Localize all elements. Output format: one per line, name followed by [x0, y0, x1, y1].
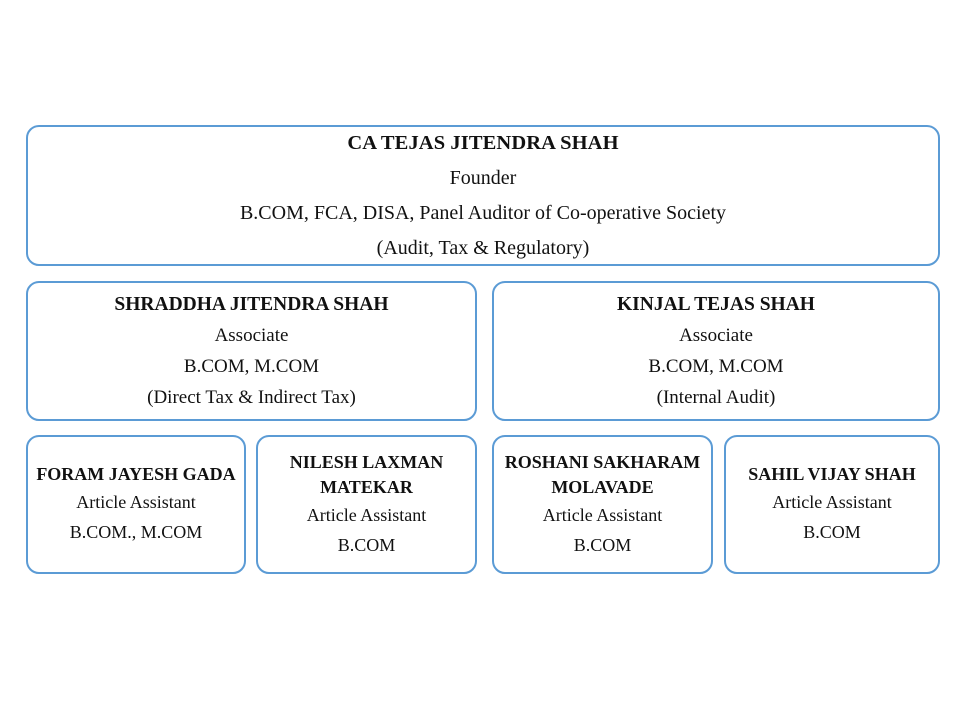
org-node-assistant-sahil[interactable]: SAHIL VIJAY SHAH Article Assistant B.COM [724, 435, 940, 574]
associate-title: Associate [679, 325, 753, 346]
assistant-name: ROSHANI SAKHARAM MOLAVADE [504, 451, 701, 497]
associate-name: SHRADDHA JITENDRA SHAH [114, 294, 389, 315]
founder-name: CA TEJAS JITENDRA SHAH [347, 131, 619, 154]
founder-specialization: (Audit, Tax & Regulatory) [376, 236, 590, 259]
assistant-name: NILESH LAXMAN MATEKAR [289, 451, 444, 497]
assistant-qualification: B.COM., M.COM [69, 522, 203, 542]
associate-qualification: B.COM, M.COM [183, 356, 320, 377]
org-node-associate-shraddha[interactable]: SHRADDHA JITENDRA SHAH Associate B.COM, … [26, 281, 477, 421]
associate-specialization: (Direct Tax & Indirect Tax) [147, 387, 356, 408]
assistant-title: Article Assistant [76, 492, 196, 512]
associate-qualification: B.COM, M.COM [648, 356, 784, 377]
assistant-qualification: B.COM [337, 534, 396, 555]
assistant-name: SAHIL VIJAY SHAH [748, 464, 916, 484]
associate-name: KINJAL TEJAS SHAH [617, 294, 815, 315]
assistant-qualification: B.COM [573, 534, 632, 555]
assistant-name: FORAM JAYESH GADA [36, 464, 236, 484]
assistant-qualification: B.COM [803, 522, 861, 542]
assistant-title: Article Assistant [542, 504, 663, 525]
associate-specialization: (Internal Audit) [656, 387, 776, 408]
founder-title: Founder [449, 166, 517, 189]
associate-title: Associate [214, 325, 289, 346]
org-node-founder[interactable]: CA TEJAS JITENDRA SHAH Founder B.COM, FC… [26, 125, 940, 266]
org-node-associate-kinjal[interactable]: KINJAL TEJAS SHAH Associate B.COM, M.COM… [492, 281, 940, 421]
assistant-title: Article Assistant [306, 504, 427, 525]
founder-qualification: B.COM, FCA, DISA, Panel Auditor of Co-op… [239, 201, 727, 224]
org-node-assistant-foram[interactable]: FORAM JAYESH GADA Article Assistant B.CO… [26, 435, 246, 574]
assistant-title: Article Assistant [772, 492, 892, 512]
org-node-assistant-nilesh[interactable]: NILESH LAXMAN MATEKAR Article Assistant … [256, 435, 477, 574]
org-node-assistant-roshani[interactable]: ROSHANI SAKHARAM MOLAVADE Article Assist… [492, 435, 713, 574]
